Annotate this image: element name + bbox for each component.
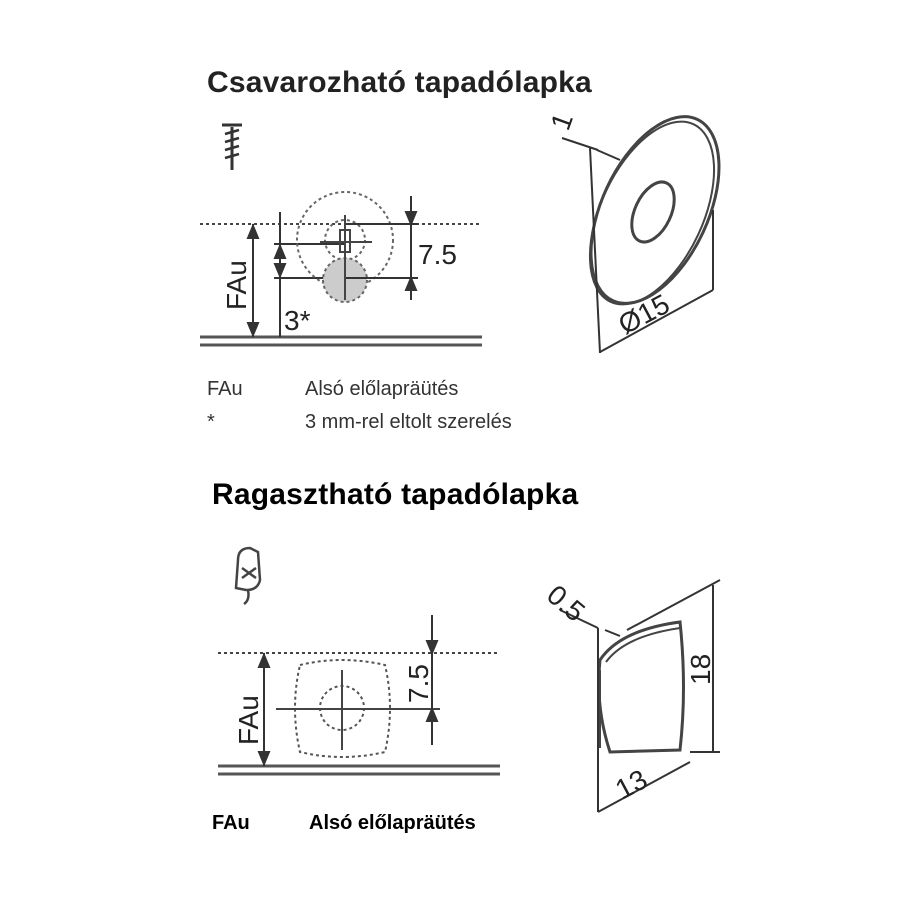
panel-edge-2 [218, 764, 500, 776]
adhesive-plate-3d [597, 620, 685, 754]
legend-text-fau-2: Alsó előlapräütés [309, 812, 476, 834]
offset-dimension-1 [346, 196, 418, 300]
screw-plate-title: Csavarozható tapadólapka [207, 66, 592, 99]
width-label: 13 [610, 763, 652, 805]
center-cross [320, 215, 372, 300]
washer-3d [588, 115, 721, 306]
screw-icon [222, 123, 242, 170]
width-dimension [597, 761, 691, 813]
thickness-dimension-1 [561, 137, 621, 354]
diameter-label: Ø15 [613, 288, 674, 340]
height-dimension [626, 579, 721, 753]
adhesive-plate-title: Ragasztható tapadólapka [212, 478, 579, 511]
glue-icon [234, 546, 262, 606]
diameter-dimension [599, 210, 714, 353]
offset-dimension-2 [425, 615, 439, 745]
legend-text-fau-1: Alsó előlapräütés [305, 378, 459, 400]
panel-edge [200, 335, 482, 347]
fau-dimension-1 [246, 223, 260, 338]
legend-key-asterisk: * [207, 411, 215, 433]
fau-dimension-2 [257, 652, 271, 767]
height-label: 18 [685, 654, 716, 685]
thickness-label-1: 1 [545, 109, 579, 134]
shift-label: 3* [284, 305, 311, 336]
offset-label-2: 7.5 [403, 664, 434, 703]
center-cross-2 [276, 670, 440, 750]
legend-key-fau-2: FAu [212, 812, 250, 834]
legend-text-asterisk: 3 mm-rel eltolt szerelés [305, 411, 512, 433]
legend-key-fau-1: FAu [207, 378, 243, 400]
fau-label-2: FAu [233, 695, 264, 745]
fau-label-1: FAu [221, 260, 252, 310]
offset-label-1: 7.5 [418, 239, 457, 270]
thickness-dimension-2 [559, 609, 621, 812]
